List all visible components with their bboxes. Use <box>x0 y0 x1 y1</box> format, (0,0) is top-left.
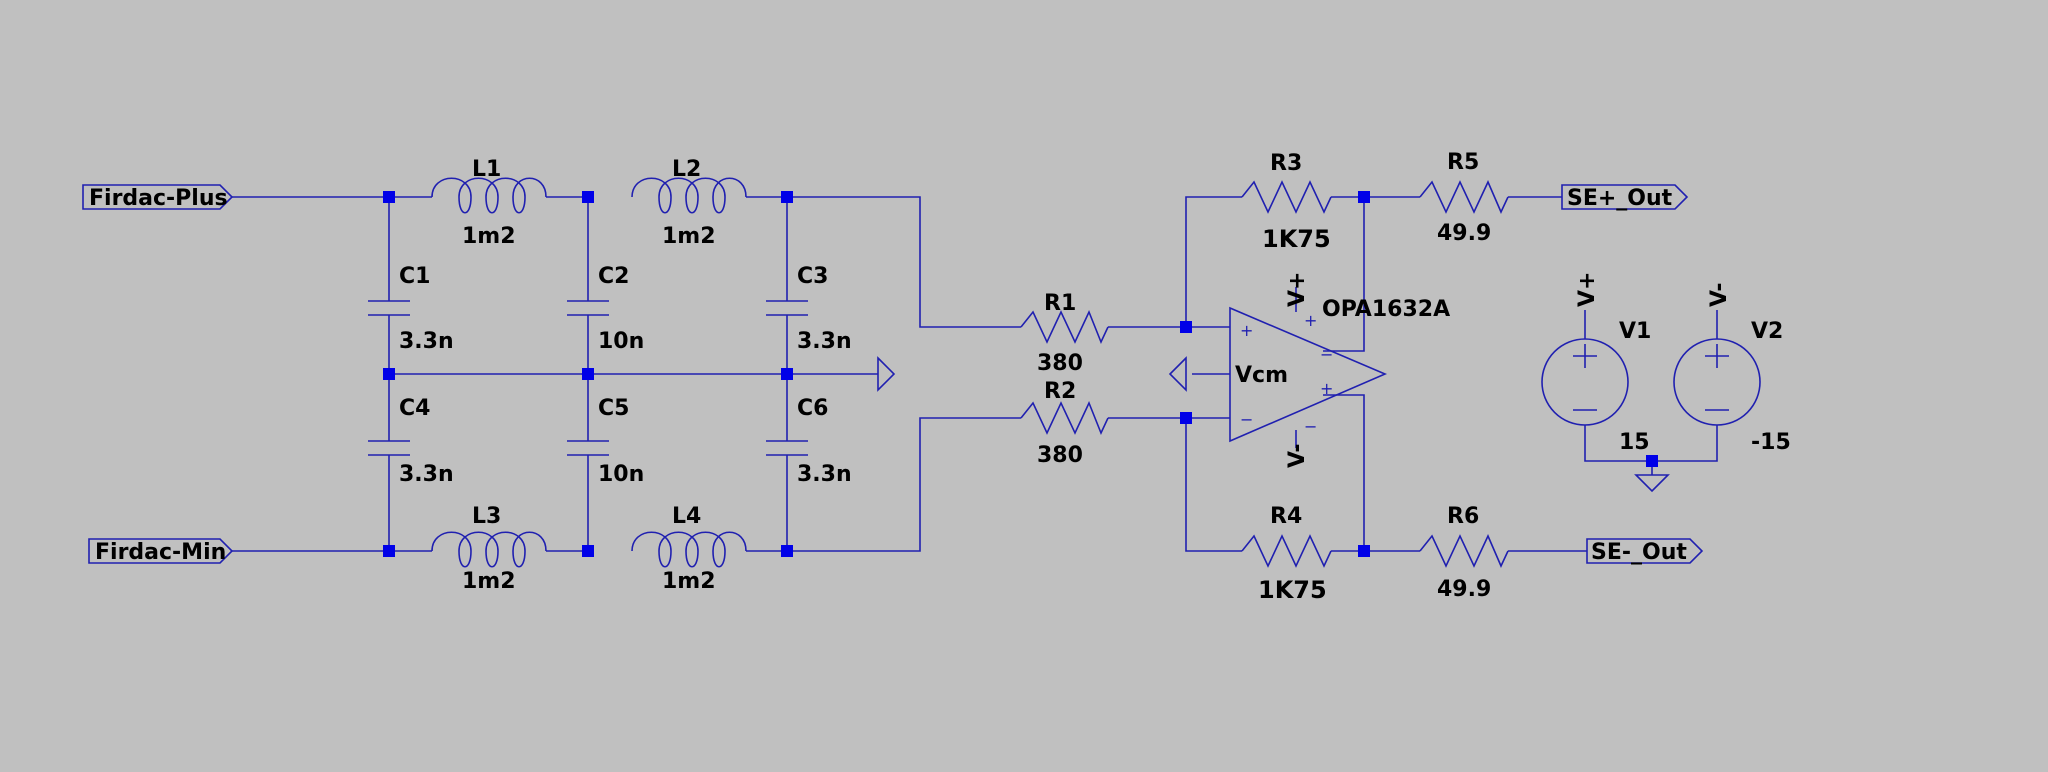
capacitor-c6-ref: C6 <box>797 396 828 421</box>
common-arrow-icon <box>877 356 896 392</box>
capacitor-c3-value: 3.3n <box>797 329 852 354</box>
port-firdac-min-label: Firdac-Min <box>95 540 226 565</box>
opamp-supply-plus-sign: + <box>1304 311 1317 330</box>
resistor-r6[interactable]: R6 49.9 <box>1419 504 1509 602</box>
opamp-vplus-label: V+ <box>1285 272 1310 307</box>
capacitor-c1[interactable]: C1 3.3n <box>368 264 454 354</box>
resistor-r2-value: 380 <box>1037 443 1083 468</box>
capacitor-c2[interactable]: C2 10n <box>567 264 644 354</box>
voltage-source-v1-net: V+ <box>1575 272 1600 307</box>
inductor-l4[interactable]: L4 1m2 <box>631 504 747 594</box>
inductor-l1-ref: L1 <box>472 157 501 182</box>
resistor-r1[interactable]: R1 380 <box>1020 291 1109 376</box>
capacitor-c6[interactable]: C6 3.3n <box>766 396 852 487</box>
inductor-l4-value: 1m2 <box>662 569 716 594</box>
opamp-out-plus-sign: + <box>1320 379 1333 398</box>
inductor-l2-ref: L2 <box>672 157 701 182</box>
resistor-r3-ref: R3 <box>1270 151 1302 176</box>
opamp-part-label: OPA1632A <box>1322 297 1450 322</box>
resistor-r4-value: 1K75 <box>1258 576 1327 604</box>
inductor-l2[interactable]: L2 1m2 <box>631 157 747 249</box>
capacitor-c2-ref: C2 <box>598 264 629 289</box>
voltage-source-v1-value: 15 <box>1619 430 1650 455</box>
resistor-r3-value: 1K75 <box>1262 225 1331 253</box>
resistor-r2[interactable]: R2 380 <box>1020 379 1109 468</box>
opamp-out-minus-sign: − <box>1320 345 1333 364</box>
voltage-source-v1[interactable]: V1 15 V+ <box>1541 272 1651 455</box>
opamp-supply-minus-sign: − <box>1304 417 1317 436</box>
resistor-r4[interactable]: R4 1K75 <box>1241 504 1332 604</box>
inductor-l3-value: 1m2 <box>462 569 516 594</box>
port-se-plus-out-label: SE+_Out <box>1567 186 1673 211</box>
resistor-r6-value: 49.9 <box>1437 577 1491 602</box>
resistor-r6-ref: R6 <box>1447 504 1479 529</box>
opamp-in-plus-sign: + <box>1240 321 1253 340</box>
opamp-in-minus-sign: − <box>1240 410 1253 429</box>
resistor-r2-ref: R2 <box>1044 379 1076 404</box>
resistor-r1-ref: R1 <box>1044 291 1076 316</box>
capacitor-c3-ref: C3 <box>797 264 828 289</box>
inductor-l3[interactable]: L3 1m2 <box>431 504 547 594</box>
voltage-source-v1-ref: V1 <box>1619 319 1651 344</box>
resistor-r1-value: 380 <box>1037 351 1083 376</box>
vcm-arrow-icon <box>1168 356 1187 392</box>
resistor-r5-value: 49.9 <box>1437 221 1491 246</box>
opamp-opa1632a[interactable]: + − − + + − Vcm OPA1632A V+ V- <box>1229 272 1450 468</box>
inductor-l1-value: 1m2 <box>462 224 516 249</box>
port-se-minus-out[interactable]: SE-_Out <box>1586 538 1704 565</box>
inductor-l4-ref: L4 <box>672 504 701 529</box>
capacitor-c5-value: 10n <box>598 462 644 487</box>
capacitor-c2-value: 10n <box>598 329 644 354</box>
capacitor-c5[interactable]: C5 10n <box>567 396 644 487</box>
capacitor-c5-ref: C5 <box>598 396 629 421</box>
port-firdac-plus[interactable]: Firdac-Plus <box>82 184 234 211</box>
voltage-source-v2-value: -15 <box>1751 430 1791 455</box>
ground-icon <box>1634 474 1670 493</box>
inductor-l2-value: 1m2 <box>662 224 716 249</box>
wires <box>232 196 1718 552</box>
capacitor-c4-ref: C4 <box>399 396 430 421</box>
junction-nodes <box>383 191 1658 557</box>
capacitor-c3[interactable]: C3 3.3n <box>766 264 852 354</box>
resistor-r4-ref: R4 <box>1270 504 1302 529</box>
voltage-source-v2-net: V- <box>1707 282 1732 307</box>
voltage-source-v2-ref: V2 <box>1751 319 1783 344</box>
resistor-r3[interactable]: R3 1K75 <box>1241 151 1332 253</box>
voltage-source-v2[interactable]: V2 -15 V- <box>1673 282 1791 455</box>
capacitor-c1-value: 3.3n <box>399 329 454 354</box>
port-se-plus-out[interactable]: SE+_Out <box>1561 184 1689 211</box>
inductor-l3-ref: L3 <box>472 504 501 529</box>
capacitor-c4-value: 3.3n <box>399 462 454 487</box>
port-firdac-min[interactable]: Firdac-Min <box>88 538 234 565</box>
resistor-r5-ref: R5 <box>1447 150 1479 175</box>
inductor-l1[interactable]: L1 1m2 <box>431 157 547 249</box>
capacitor-c1-ref: C1 <box>399 264 430 289</box>
port-firdac-plus-label: Firdac-Plus <box>89 186 228 211</box>
port-se-minus-out-label: SE-_Out <box>1591 540 1687 565</box>
capacitor-c4[interactable]: C4 3.3n <box>368 396 454 487</box>
capacitor-c6-value: 3.3n <box>797 462 852 487</box>
opamp-vcm-label: Vcm <box>1235 363 1288 388</box>
opamp-vminus-label: V- <box>1285 443 1310 468</box>
resistor-r5[interactable]: R5 49.9 <box>1419 150 1509 246</box>
